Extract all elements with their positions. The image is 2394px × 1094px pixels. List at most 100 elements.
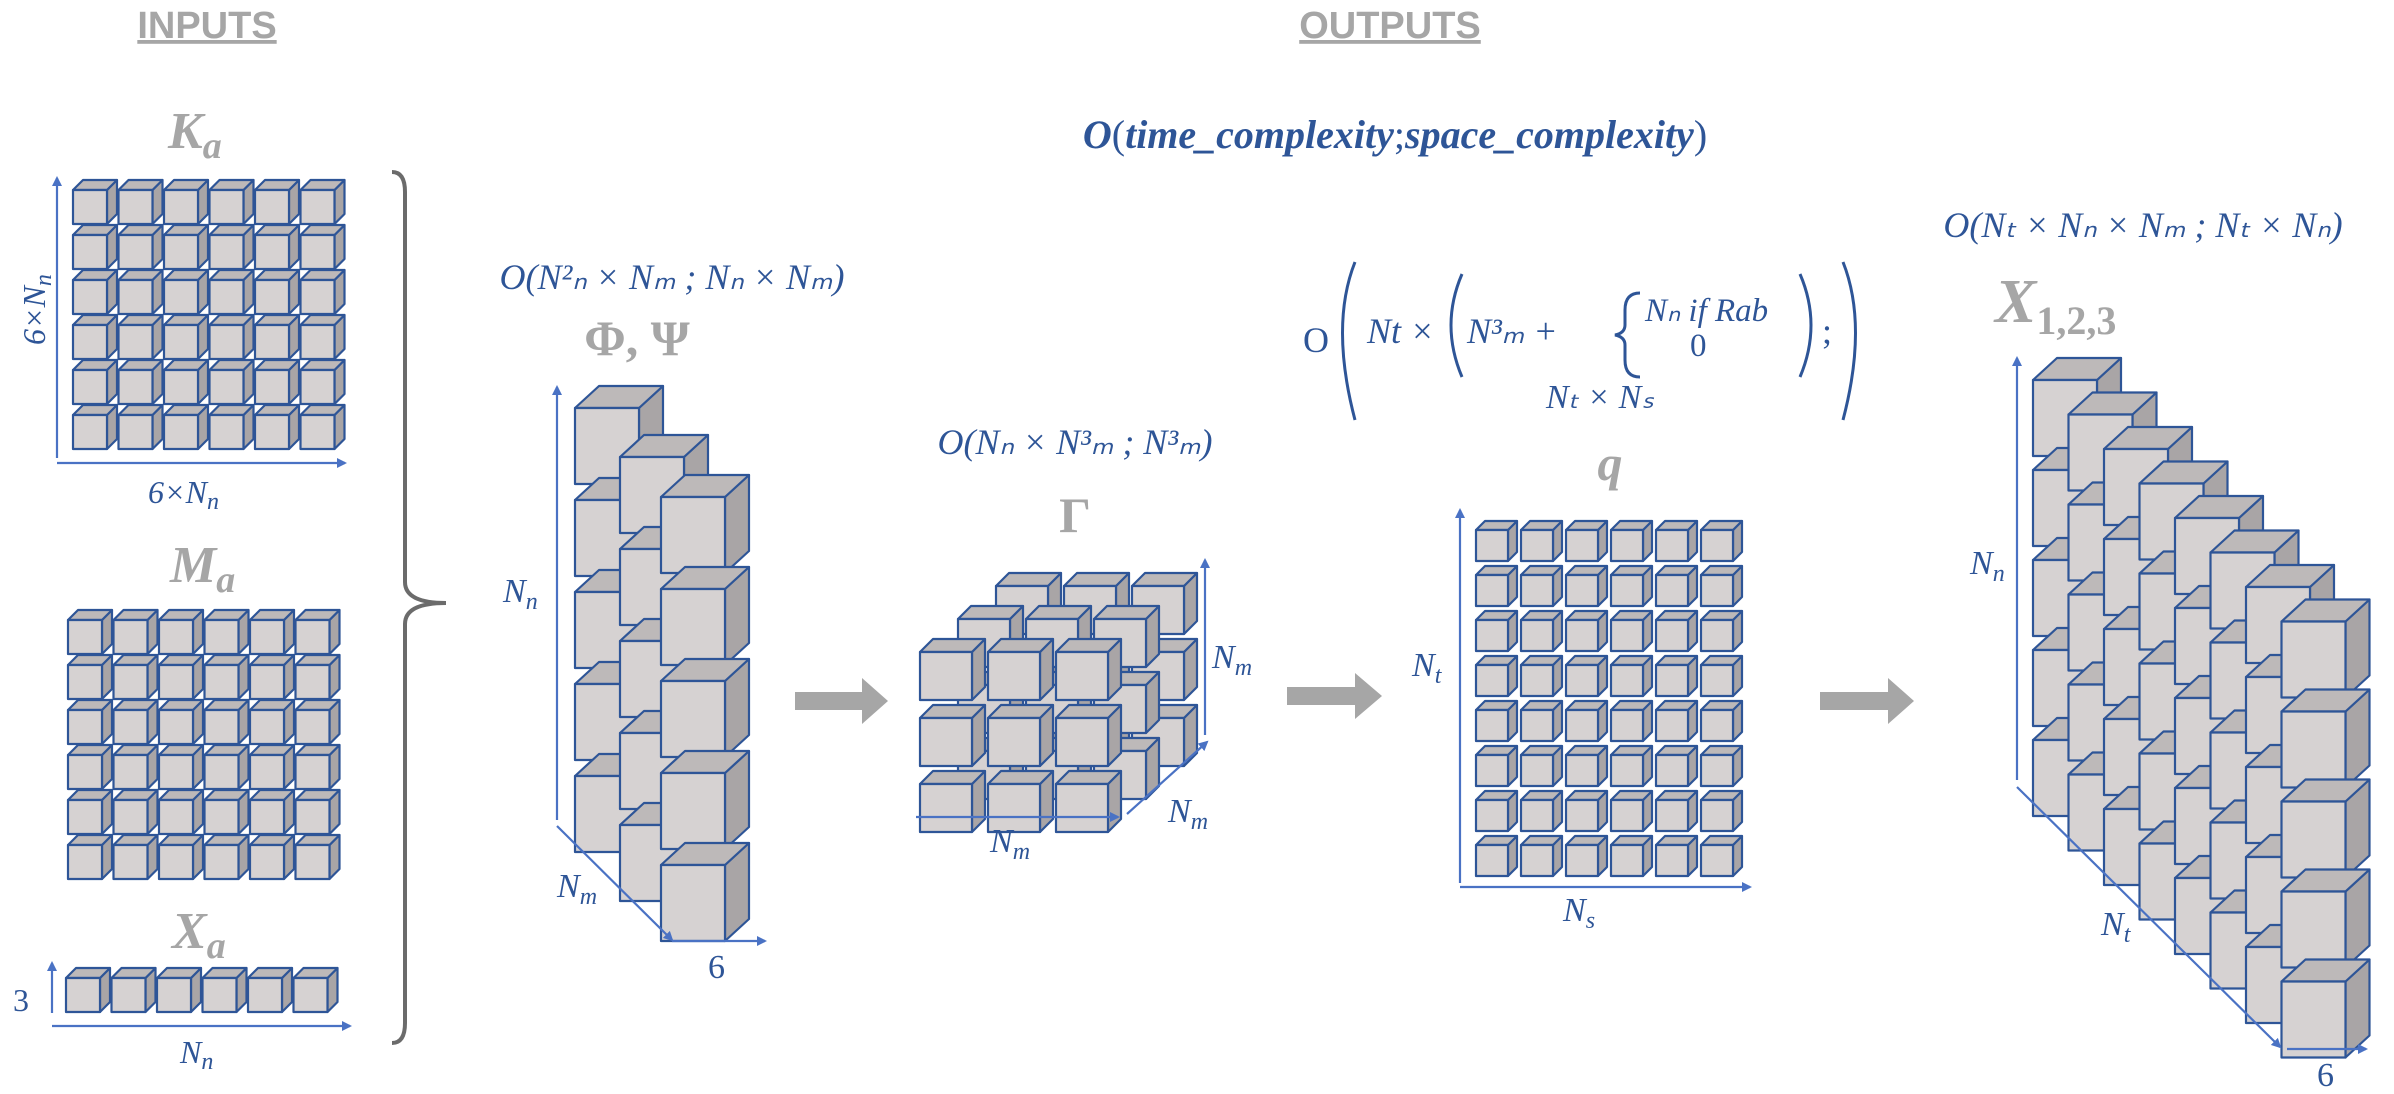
complexity-legend: O(time_complexity;space_complexity) (1083, 112, 1707, 157)
cube (1519, 654, 1564, 698)
cube (294, 608, 341, 656)
cube (1699, 699, 1744, 743)
legend-space: space_complexity (1404, 112, 1694, 157)
gamma-label: Γ (1059, 487, 1091, 543)
cube (2280, 688, 2371, 789)
inputs-header: INPUTS (137, 5, 276, 47)
cube (1654, 609, 1699, 653)
outputs-header: OUTPUTS (1299, 5, 1481, 47)
cube (294, 788, 341, 836)
cube (1564, 699, 1609, 743)
cube (117, 268, 164, 316)
cube (117, 358, 164, 406)
cube (157, 743, 205, 791)
cube (203, 608, 250, 656)
cube (1699, 834, 1744, 878)
cube (1519, 699, 1564, 743)
cube (2280, 598, 2371, 699)
cube (1699, 744, 1744, 788)
cube (299, 313, 346, 361)
x123-depth-label: Nt (2100, 906, 2132, 948)
phi-depth-label: Nm (556, 868, 597, 910)
ka-y-axis-label: 6×Nn (16, 274, 57, 345)
cube (112, 788, 159, 836)
flow-arrow-1 (795, 678, 888, 724)
cube (203, 743, 250, 791)
cube (1654, 834, 1699, 878)
cube (112, 698, 159, 746)
ka-matrix (71, 178, 346, 451)
q-complexity: O Nt × N³ₘ + Nₙ if Rab 0 ; Nₜ × Nₛ (1303, 261, 1857, 421)
cube (208, 268, 255, 316)
cube (248, 833, 296, 881)
cube (986, 769, 1055, 834)
cube (294, 833, 341, 881)
cube (1699, 564, 1744, 608)
cube (248, 698, 296, 746)
ma-label: Ma (169, 537, 235, 601)
q-case-1: Nₙ if Rab (1644, 293, 1768, 329)
cube (1474, 789, 1519, 833)
cube (1609, 564, 1654, 608)
cube (294, 743, 341, 791)
flow-arrow-2 (1287, 673, 1382, 719)
q-vertical-label: Nt (1411, 647, 1443, 689)
cube (1564, 654, 1609, 698)
cube (1654, 564, 1699, 608)
phi-vertical-label: Nn (502, 573, 538, 615)
x123-depth-axis (2016, 786, 2282, 1049)
cube (1519, 609, 1564, 653)
cube (1699, 519, 1744, 563)
cube (986, 703, 1055, 768)
cube (659, 749, 751, 851)
legend-time: time_complexity (1125, 112, 1394, 157)
cube (1474, 564, 1519, 608)
cube (66, 743, 114, 791)
cube (1519, 519, 1564, 563)
phi-psi-complexity: O(N²ₙ × Nₘ ; Nₙ × Nₘ) (500, 257, 845, 297)
q-label: q (1598, 435, 1623, 491)
cube (918, 637, 987, 702)
cube (71, 313, 119, 361)
cube (1474, 744, 1519, 788)
cube (292, 966, 339, 1014)
cube (66, 788, 114, 836)
xa-label: Xa (170, 903, 226, 967)
cube (918, 769, 987, 834)
x123-width-label: 6 (2317, 1057, 2334, 1094)
x123-tensor (2031, 356, 2371, 1059)
cube (1654, 789, 1699, 833)
cube (1609, 789, 1654, 833)
gamma-depth-label: Nm (1167, 793, 1208, 835)
q-complexity-line2: Nₜ × Nₛ (1545, 379, 1654, 416)
phi-width-label: 6 (708, 949, 725, 986)
cube (1054, 769, 1123, 834)
cube (1054, 703, 1123, 768)
cube (112, 653, 159, 701)
x123-label: X1,2,3 (1993, 268, 2116, 343)
cube (1564, 789, 1609, 833)
gamma-tensor (918, 571, 1199, 834)
cube (248, 608, 296, 656)
cube (157, 698, 205, 746)
cube (162, 223, 210, 271)
cube (1699, 789, 1744, 833)
gamma-depth-axis (1126, 740, 1209, 815)
phi-depth-axis (556, 825, 674, 942)
q-complexity-end: ; (1822, 311, 1832, 351)
cube (117, 313, 164, 361)
cube (659, 841, 751, 943)
cube (208, 358, 255, 406)
cube (66, 833, 114, 881)
cube (1654, 699, 1699, 743)
cube (71, 178, 119, 226)
cube (248, 743, 296, 791)
cube (253, 178, 301, 226)
cube (294, 653, 341, 701)
cube (1609, 609, 1654, 653)
cube (299, 268, 346, 316)
cube (157, 653, 205, 701)
cube (66, 608, 114, 656)
cube (1699, 654, 1744, 698)
cube (253, 358, 301, 406)
